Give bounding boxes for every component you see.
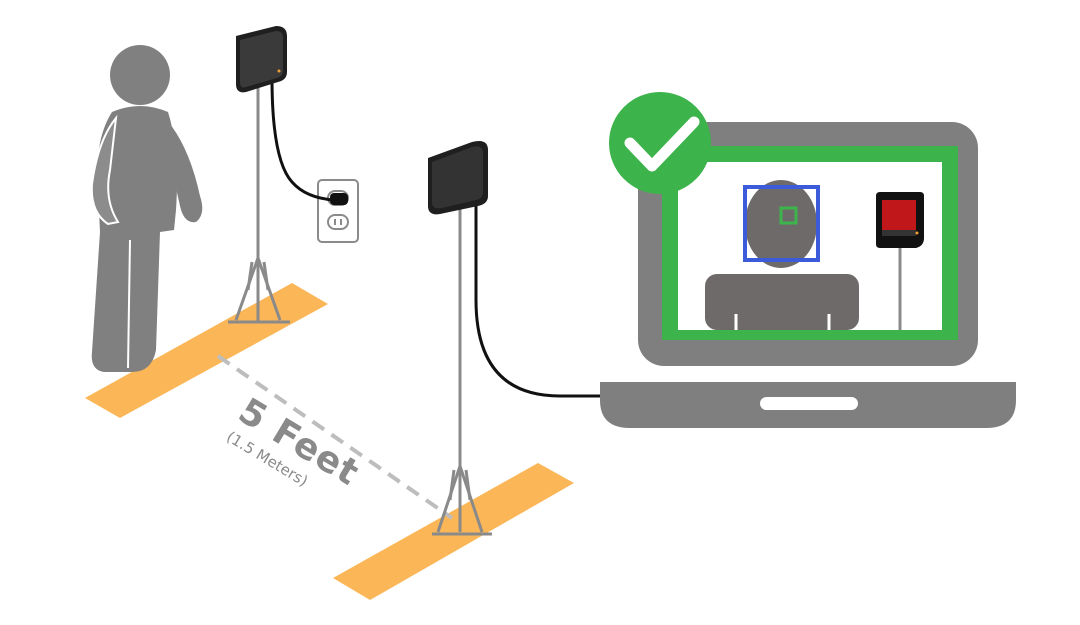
tripod-back — [228, 86, 290, 324]
laptop-icon — [600, 122, 1016, 428]
distance-line — [216, 354, 454, 520]
floor-marker-person — [85, 283, 328, 418]
checkmark-icon — [609, 92, 711, 194]
trackpad — [760, 397, 858, 410]
power-cable — [270, 77, 335, 202]
screen-device — [876, 192, 924, 330]
camera-device-back — [236, 26, 287, 93]
power-outlet-icon — [317, 179, 359, 243]
tripod-front — [432, 206, 492, 536]
person-icon — [90, 45, 203, 372]
eye-detection-box — [779, 206, 798, 225]
face-detection-box — [743, 185, 820, 262]
laptop-cable — [474, 196, 610, 398]
floor-marker-device — [333, 463, 574, 600]
camera-device-front — [428, 141, 488, 215]
